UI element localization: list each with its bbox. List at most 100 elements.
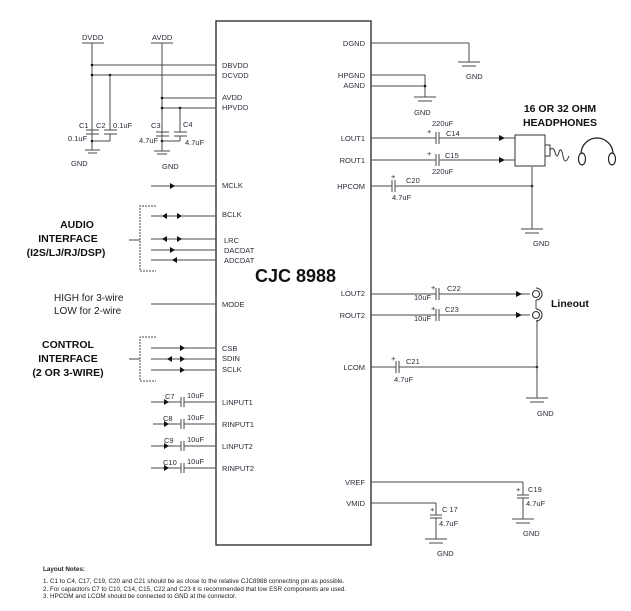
reference-caps xyxy=(371,481,534,544)
gnd-label-agnd: GND xyxy=(414,108,431,117)
c7-value: 10uF xyxy=(187,391,205,400)
headphone-outputs xyxy=(371,132,543,234)
lineout-label: Lineout xyxy=(551,298,589,310)
c8-value: 10uF xyxy=(187,413,205,422)
c22-value: 10uF xyxy=(414,293,432,302)
c23-plus: + xyxy=(431,304,436,313)
layout-note-1: 1. C1 to C4, C17, C19, C20 and C21 shoul… xyxy=(43,578,345,586)
pin-hpvdd: HPVDD xyxy=(222,103,249,112)
control-interface-title-2: INTERFACE xyxy=(38,353,98,365)
c19-name: C19 xyxy=(528,485,542,494)
pin-avdd: AVDD xyxy=(222,93,243,102)
dvdd-label: DVDD xyxy=(82,33,104,42)
gnd-label-1: GND xyxy=(71,159,88,168)
c3-value: 4.7uF xyxy=(139,136,159,145)
headphone-jack-icon xyxy=(514,134,551,167)
input-capacitors xyxy=(151,397,216,473)
audio-interface-title-2: INTERFACE xyxy=(38,233,98,245)
pin-hpcom: HPCOM xyxy=(337,182,365,191)
pin-rout1: ROUT1 xyxy=(340,156,365,165)
c14-name: C14 xyxy=(446,129,460,138)
layout-note-3: 3. HPCOM and LCOM should be connected to… xyxy=(43,593,237,601)
pin-lout2: LOUT2 xyxy=(341,289,365,298)
control-interface-title-1: CONTROL xyxy=(42,339,94,351)
pin-rout2: ROUT2 xyxy=(340,311,365,320)
pin-lrc: LRC xyxy=(224,236,240,245)
c9-value: 10uF xyxy=(187,435,205,444)
c4-name: C4 xyxy=(183,120,193,129)
avdd-label: AVDD xyxy=(152,33,173,42)
c21-plus: + xyxy=(391,354,396,363)
pin-sclk: SCLK xyxy=(222,365,242,374)
gnd-label-hpcom: GND xyxy=(533,239,550,248)
layout-notes: Layout Notes: 1. C1 to C4, C17, C19, C20… xyxy=(43,566,346,601)
c23-name: C23 xyxy=(445,305,459,314)
chip-body xyxy=(215,20,372,546)
c23-value: 10uF xyxy=(414,314,432,323)
pin-lout1: LOUT1 xyxy=(341,134,365,143)
c20-value: 4.7uF xyxy=(392,193,412,202)
pin-bclk: BCLK xyxy=(222,210,242,219)
pin-vref: VREF xyxy=(345,478,365,487)
c7-name: C7 xyxy=(165,392,175,401)
pin-vmid: VMID xyxy=(346,499,365,508)
pin-linput1: LINPUT1 xyxy=(222,398,253,407)
c2-value: 0.1uF xyxy=(113,121,133,130)
pin-dcvdd: DCVDD xyxy=(222,71,249,80)
c3-name: C3 xyxy=(151,121,161,130)
audio-interface-title-1: AUDIO xyxy=(60,219,94,231)
pin-rinput1: RINPUT1 xyxy=(222,420,254,429)
c8-name: C8 xyxy=(163,414,173,423)
mode-low-label: LOW for 2-wire xyxy=(54,306,122,317)
pin-sdin: SDIN xyxy=(222,354,240,363)
gnd-label-dgnd: GND xyxy=(466,72,483,81)
c10-name: C10 xyxy=(163,458,177,467)
pin-lcom: LCOM xyxy=(343,363,365,372)
c1-name: C1 xyxy=(79,121,89,130)
pin-csb: CSB xyxy=(222,344,237,353)
headphones-title-2: HEADPHONES xyxy=(523,117,597,129)
layout-note-2: 2. For capacitors C7 to C10, C14, C15, C… xyxy=(43,585,347,593)
c21-name: C21 xyxy=(406,357,420,366)
headphones-title-1: 16 OR 32 OHM xyxy=(524,103,597,115)
c2-name: C2 xyxy=(96,121,106,130)
control-interface-title-3: (2 OR 3-WIRE) xyxy=(32,367,103,379)
ground-nets xyxy=(371,42,480,102)
gnd-label-vmid: GND xyxy=(437,549,454,558)
gnd-label-2: GND xyxy=(162,162,179,171)
c14-plus: + xyxy=(427,127,432,136)
lineout-jack-icon xyxy=(531,287,543,322)
audio-interface-title-3: (I2S/LJ/RJ/DSP) xyxy=(27,247,106,259)
c9-name: C9 xyxy=(164,436,174,445)
pin-adcdat: ADCDAT xyxy=(224,256,255,265)
c15-name: C15 xyxy=(445,151,459,160)
pin-dbvdd: DBVDD xyxy=(222,61,249,70)
gnd-label-lcom: GND xyxy=(537,409,554,418)
c22-plus: + xyxy=(431,283,436,292)
headphones-icon xyxy=(549,137,617,166)
pin-linput2: LINPUT2 xyxy=(222,442,253,451)
pin-mclk: MCLK xyxy=(222,181,243,190)
c14-value: 220uF xyxy=(432,119,454,128)
c21-value: 4.7uF xyxy=(394,375,414,384)
power-network: DVDD AVDD GND xyxy=(68,33,216,171)
mode-high-label: HIGH for 3-wire xyxy=(54,293,124,304)
c22-name: C22 xyxy=(447,284,461,293)
c20-name: C20 xyxy=(406,176,420,185)
pin-mode: MODE xyxy=(222,300,245,309)
chip-name: CJC 8988 xyxy=(255,266,336,286)
pin-dgnd: DGND xyxy=(343,39,366,48)
c19-value: 4.7uF xyxy=(526,499,546,508)
c17-value: 4.7uF xyxy=(439,519,459,528)
c19-plus: + xyxy=(516,485,521,494)
c17-name: C 17 xyxy=(442,505,458,514)
audio-interface-lines xyxy=(129,183,216,382)
pin-dacdat: DACDAT xyxy=(224,246,255,255)
c17-plus: + xyxy=(430,505,435,514)
lineout-outputs xyxy=(371,288,548,403)
c15-plus: + xyxy=(427,149,432,158)
c4-value: 4.7uF xyxy=(185,138,205,147)
gnd-label-vref: GND xyxy=(523,529,540,538)
layout-notes-heading: Layout Notes: xyxy=(43,566,85,573)
